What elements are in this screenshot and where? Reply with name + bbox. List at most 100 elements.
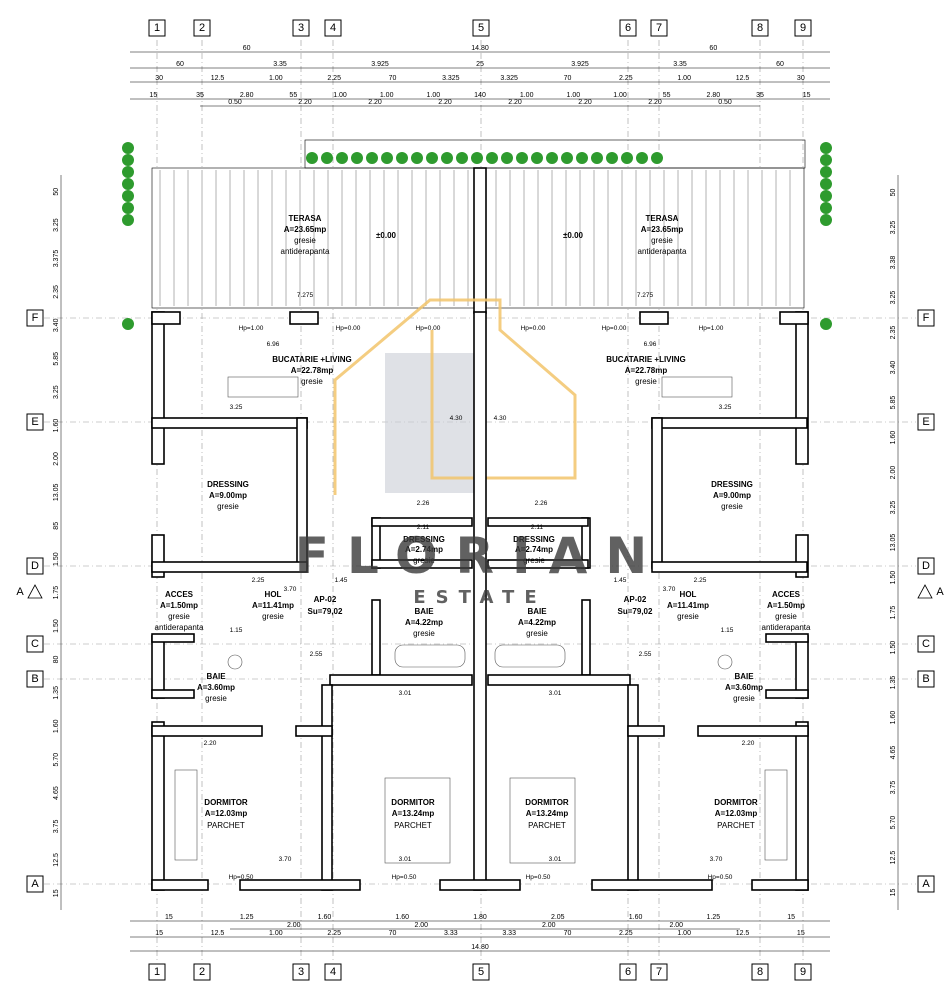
hedge-shrub xyxy=(606,152,618,164)
svg-text:A=12.03mp: A=12.03mp xyxy=(205,809,248,818)
dim-top: 12.5 xyxy=(211,75,225,82)
plan-tag: Hp=0.50 xyxy=(708,874,733,881)
plan-tag: 1.45 xyxy=(335,577,348,584)
plan-tag: 2.25 xyxy=(252,577,265,584)
plan-tag: 2.11 xyxy=(531,524,544,531)
plan-tag: 1.15 xyxy=(230,627,243,634)
dim-left: 1.75 xyxy=(53,586,60,600)
dim-right: 3.25 xyxy=(890,221,897,235)
svg-text:DRESSING: DRESSING xyxy=(403,535,445,544)
hedge-shrub xyxy=(321,152,333,164)
room-baie-side-right: BAIE A=3.60mp gresie xyxy=(725,672,763,703)
dim-right: 50 xyxy=(890,189,897,197)
hedge-shrub xyxy=(531,152,543,164)
plan-tag: 3.01 xyxy=(399,856,412,863)
dim-left: 85 xyxy=(53,522,60,530)
dim-left: 80 xyxy=(53,655,60,663)
dim-left: 3.75 xyxy=(53,820,60,834)
walls xyxy=(151,311,809,891)
plan-tag: 6.96 xyxy=(644,341,657,348)
furniture xyxy=(174,376,788,864)
dim-top: 2.80 xyxy=(707,92,721,99)
dim-bottom: 14.80 xyxy=(471,944,489,951)
dim-bottom: 12.5 xyxy=(736,930,750,937)
svg-text:A=4.22mp: A=4.22mp xyxy=(518,618,556,627)
grid-bubble-col-8: 8 xyxy=(751,19,769,37)
grid-label: 6 xyxy=(625,966,631,978)
dim-top: 140 xyxy=(474,92,486,99)
hedge-shrub xyxy=(501,152,513,164)
room-dressing-small-left: DRESSING A=2.74mp gresie xyxy=(403,535,445,565)
plan-tag: 7.275 xyxy=(297,292,314,299)
plan-tag: Hp=1.00 xyxy=(239,325,264,332)
svg-text:BAIE: BAIE xyxy=(527,607,547,616)
hedge-shrub xyxy=(651,152,663,164)
dim-bottom: 2.25 xyxy=(619,930,633,937)
svg-text:DORMITOR: DORMITOR xyxy=(391,798,435,807)
grid-bubble-row-F: F xyxy=(917,309,935,327)
plan-tag: 3.01 xyxy=(549,856,562,863)
plan-tag: Hp=0.50 xyxy=(526,874,551,881)
plan-tag: Hp=0.50 xyxy=(229,874,254,881)
dim-top: 3.925 xyxy=(371,61,389,68)
svg-text:PARCHET: PARCHET xyxy=(717,821,755,830)
dim-right: 12.5 xyxy=(890,851,897,865)
hedge-shrub xyxy=(381,152,393,164)
hedge-shrub xyxy=(591,152,603,164)
plan-tag: 2.11 xyxy=(417,524,430,531)
svg-text:gresie: gresie xyxy=(413,556,435,565)
svg-text:gresie: gresie xyxy=(526,629,548,638)
hedge-shrub xyxy=(820,214,832,226)
dim-top: 60 xyxy=(776,61,784,68)
hedge-shrub xyxy=(122,318,134,330)
plan-tag: 3.25 xyxy=(230,404,243,411)
plan-tag: Hp=1.00 xyxy=(699,325,724,332)
grid-bubble-row-F: F xyxy=(26,309,44,327)
grid-label: E xyxy=(922,416,929,428)
grid-bubble-col-4: 4 xyxy=(324,19,342,37)
dim-right: 5.70 xyxy=(890,816,897,830)
hedge-shrub xyxy=(546,152,558,164)
plan-tag: 2.26 xyxy=(535,500,548,507)
dim-top: 2.80 xyxy=(240,92,254,99)
dim-left: 1.50 xyxy=(53,619,60,633)
svg-text:gresie: gresie xyxy=(262,612,284,621)
svg-text:gresie: gresie xyxy=(733,694,755,703)
dim-bottom: 1.60 xyxy=(395,914,409,921)
apartment-tag-right: AP-02 Su=79,02 xyxy=(618,595,653,616)
dim-top: 3.325 xyxy=(500,75,518,82)
room-baie-side-left: BAIE A=3.60mp gresie xyxy=(197,672,235,703)
dim-bottom: 2.05 xyxy=(551,914,565,921)
dim-bottom: 15 xyxy=(797,930,805,937)
grid-bubble-col-6: 6 xyxy=(619,963,637,981)
grid-label: 6 xyxy=(625,22,631,34)
dim-bottom: 2.00 xyxy=(414,922,428,929)
hedge-shrub xyxy=(426,152,438,164)
dim-top: 1.00 xyxy=(333,92,347,99)
hedge-shrub xyxy=(820,178,832,190)
grid-bubble-col-5: 5 xyxy=(472,963,490,981)
dim-right: 1.75 xyxy=(890,606,897,620)
grid-label: 9 xyxy=(800,966,806,978)
dim-top: 2.20 xyxy=(368,99,382,106)
dim-top: 2.20 xyxy=(648,99,662,106)
svg-text:PARCHET: PARCHET xyxy=(528,821,566,830)
plan-tag: Hp=0.00 xyxy=(336,325,361,332)
dim-bottom: 15 xyxy=(155,930,163,937)
dim-top: 1.00 xyxy=(520,92,534,99)
svg-text:AP-02: AP-02 xyxy=(314,595,337,604)
svg-text:Su=79,02: Su=79,02 xyxy=(618,607,653,616)
plan-tag: 3.25 xyxy=(719,404,732,411)
hedge-shrub xyxy=(636,152,648,164)
grid-label: 8 xyxy=(757,22,763,34)
grid-label: B xyxy=(31,673,38,685)
svg-text:ACCES: ACCES xyxy=(165,590,194,599)
grid-label: 3 xyxy=(298,22,304,34)
grid-bubble-col-2: 2 xyxy=(193,19,211,37)
grid-bubble-col-4: 4 xyxy=(324,963,342,981)
grid-bubble-row-C: C xyxy=(26,635,44,653)
svg-text:A=9.00mp: A=9.00mp xyxy=(209,491,247,500)
dim-top: 60 xyxy=(243,45,251,52)
room-dormitor-outer-left: DORMITOR A=12.03mp PARCHET xyxy=(204,798,248,830)
section-marker-left: A xyxy=(16,584,43,599)
